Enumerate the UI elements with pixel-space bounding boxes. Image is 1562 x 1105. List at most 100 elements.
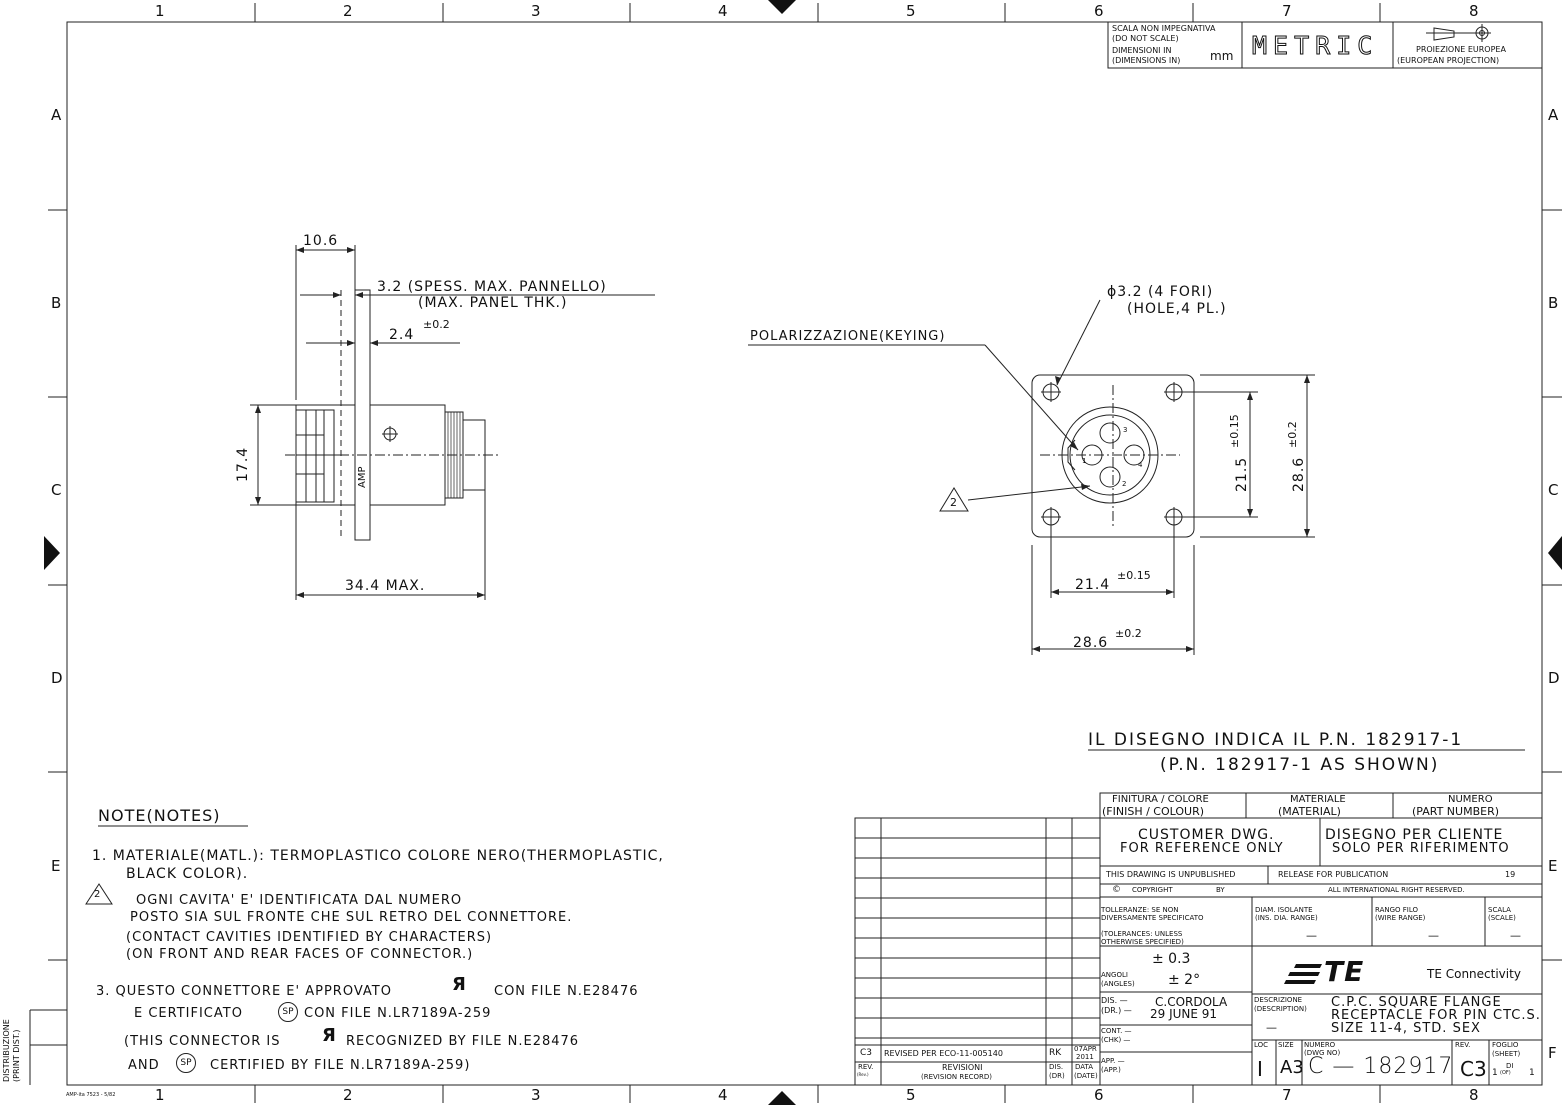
note-3-line-3: (THIS CONNECTOR IS	[124, 1034, 281, 1049]
part-number-label-en: (PART NUMBER)	[1412, 805, 1500, 818]
size-label: SIZE	[1278, 1041, 1294, 1049]
revision-description: REVISED PER ECO-11-005140	[884, 1049, 1003, 1058]
form-code: AMP-ita 7523 - 5/82	[66, 1092, 116, 1098]
col-label-4: 4	[718, 2, 728, 20]
dim-28-6-vertical: 28.6	[1291, 456, 1307, 492]
tolerances-en-2: OTHERWISE SPECIFIED)	[1101, 938, 1184, 946]
col-label-7-bottom: 7	[1282, 1086, 1292, 1104]
units: mm	[1210, 49, 1234, 63]
hole-spec: ϕ3.2 (4 FORI)	[1107, 284, 1214, 300]
finish-label: FINITURA / COLORE	[1112, 794, 1209, 805]
row-label-b: B	[51, 294, 62, 312]
company-name: TE Connectivity	[1427, 967, 1521, 981]
row-label-c-right: C	[1548, 481, 1559, 499]
customer-dwg: CUSTOMER DWG.	[1138, 827, 1275, 843]
col-label-2: 2	[343, 2, 353, 20]
tol-28-6-horizontal: ±0.2	[1115, 627, 1142, 640]
col-label-4-bottom: 4	[718, 1086, 728, 1104]
loc-label: LOC	[1254, 1041, 1269, 1049]
note-2-line-1: OGNI CAVITA' E' IDENTIFICATA DAL NUMERO	[136, 893, 463, 908]
tol-21-5: ±0.15	[1228, 414, 1241, 448]
row-label-e-right: E	[1548, 857, 1558, 875]
dim-28-6-horizontal: 28.6	[1073, 635, 1109, 651]
checked-label-en: (CHK) —	[1101, 1036, 1131, 1044]
scale-note-en: (DO NOT SCALE)	[1112, 34, 1179, 43]
title-line-1: C.P.C. SQUARE FLANGE	[1331, 995, 1502, 1010]
dim-34-4-max: 34.4 MAX.	[345, 578, 426, 594]
data-header: DATA	[1075, 1063, 1094, 1071]
description-dash: —	[1266, 1021, 1277, 1034]
amp-mark: AMP	[357, 466, 368, 489]
col-label-3: 3	[531, 2, 541, 20]
dis-header-en: (DR)	[1049, 1072, 1065, 1080]
hole-spec-en: (HOLE,4 PL.)	[1127, 301, 1227, 317]
angles-label: ANGOLI	[1101, 971, 1128, 979]
note-1-cont: BLACK COLOR).	[126, 866, 249, 882]
wire-range-label-en: (WIRE RANGE)	[1375, 914, 1426, 922]
note-3-line-2: E CERTIFICATO	[134, 1006, 243, 1021]
size-value: A3	[1280, 1057, 1304, 1078]
dim-2-4: 2.4	[389, 327, 415, 343]
for-reference-only: FOR REFERENCE ONLY	[1120, 841, 1284, 856]
scale-label: SCALA	[1488, 906, 1511, 914]
ins-dia-label: DIAM. ISOLANTE	[1255, 906, 1313, 914]
tolerances-it-2: DIVERSAMENTE SPECIFICATO	[1101, 914, 1204, 922]
note-2-line-4: (ON FRONT AND REAR FACES OF CONNECTOR.)	[126, 947, 474, 962]
col-label-7: 7	[1282, 2, 1292, 20]
scale-value: —	[1510, 929, 1521, 942]
tol-21-4: ±0.15	[1117, 569, 1151, 582]
note-flag-2: 2	[950, 496, 957, 509]
row-label-b-right: B	[1548, 294, 1559, 312]
row-label-a-right: A	[1548, 106, 1559, 124]
tolerances-it-1: TOLLERANZE: SE NON	[1101, 906, 1179, 914]
dim-21-5: 21.5	[1234, 456, 1250, 492]
approved-label-en: (APP.)	[1101, 1066, 1121, 1074]
tolerances-en-1: (TOLERANCES: UNLESS	[1101, 930, 1183, 938]
distribution-label-en: (PRINT DIST.)	[12, 1029, 21, 1082]
note-1: 1. MATERIALE(MATL.): TERMOPLASTICO COLOR…	[92, 848, 664, 864]
title-line-3: SIZE 11-4, STD. SEX	[1331, 1021, 1481, 1036]
col-label-6: 6	[1094, 2, 1104, 20]
note-3-line-2b: CON FILE N.LR7189A-259	[304, 1006, 492, 1021]
note-flag-2-list: 2	[94, 889, 101, 900]
rev-label: REV.	[1455, 1041, 1471, 1049]
part-number-label: NUMERO	[1448, 794, 1493, 805]
revision-value: C3	[1460, 1057, 1487, 1081]
col-label-1-bottom: 1	[155, 1086, 165, 1104]
rev-header-sub: (Rev.)	[857, 1072, 869, 1077]
rev-header: REV.	[858, 1063, 874, 1071]
csa-mark-icon: SP	[278, 1002, 298, 1022]
drafter-name: C.CORDOLA	[1155, 995, 1228, 1009]
material-label-en: (MATERIAL)	[1278, 805, 1341, 818]
revision-drafter: RK	[1049, 1048, 1062, 1058]
row-label-c: C	[51, 481, 62, 499]
projection-it: PROIEZIONE EUROPEA	[1416, 45, 1506, 54]
scale-label-en: (SCALE)	[1488, 914, 1516, 922]
revision-date: 07APR	[1074, 1045, 1097, 1053]
ur-mark-icon: Я	[452, 974, 466, 995]
col-label-8-bottom: 8	[1469, 1086, 1479, 1104]
dim-21-4: 21.4	[1075, 577, 1111, 593]
dim-17-4: 17.4	[235, 446, 251, 482]
metric-label: METRIC	[1251, 31, 1379, 60]
shown-part-number: IL DISEGNO INDICA IL P.N. 182917-1	[1088, 730, 1464, 750]
release-for-publication: RELEASE FOR PUBLICATION	[1278, 870, 1389, 879]
col-label-1: 1	[155, 2, 165, 20]
description-label: DESCRIZIONE	[1254, 996, 1303, 1004]
ur-mark-icon-2: Я	[322, 1025, 336, 1046]
drawing-date: 29 JUNE 91	[1150, 1007, 1218, 1021]
sheet-number: 1	[1492, 1068, 1498, 1078]
data-header-en: (DATE)	[1074, 1072, 1098, 1080]
cavity-number-4: 4	[1138, 461, 1143, 469]
scale-note-it: SCALA NON IMPEGNATIVA	[1112, 24, 1216, 33]
keying-label: POLARIZZAZIONE(KEYING)	[750, 329, 946, 344]
sheet-total: 1	[1529, 1068, 1535, 1078]
sheet-of-en: (OF)	[1500, 1070, 1511, 1076]
cavity-number-2: 2	[1122, 480, 1127, 488]
wire-range-label: RANGO FILO	[1375, 906, 1419, 914]
row-label-e: E	[51, 857, 61, 875]
checked-label: CONT. —	[1101, 1027, 1132, 1035]
dim-panel-thickness: 3.2 (SPESS. MAX. PANNELLO)	[377, 279, 607, 295]
row-label-d-right: D	[1548, 669, 1560, 687]
